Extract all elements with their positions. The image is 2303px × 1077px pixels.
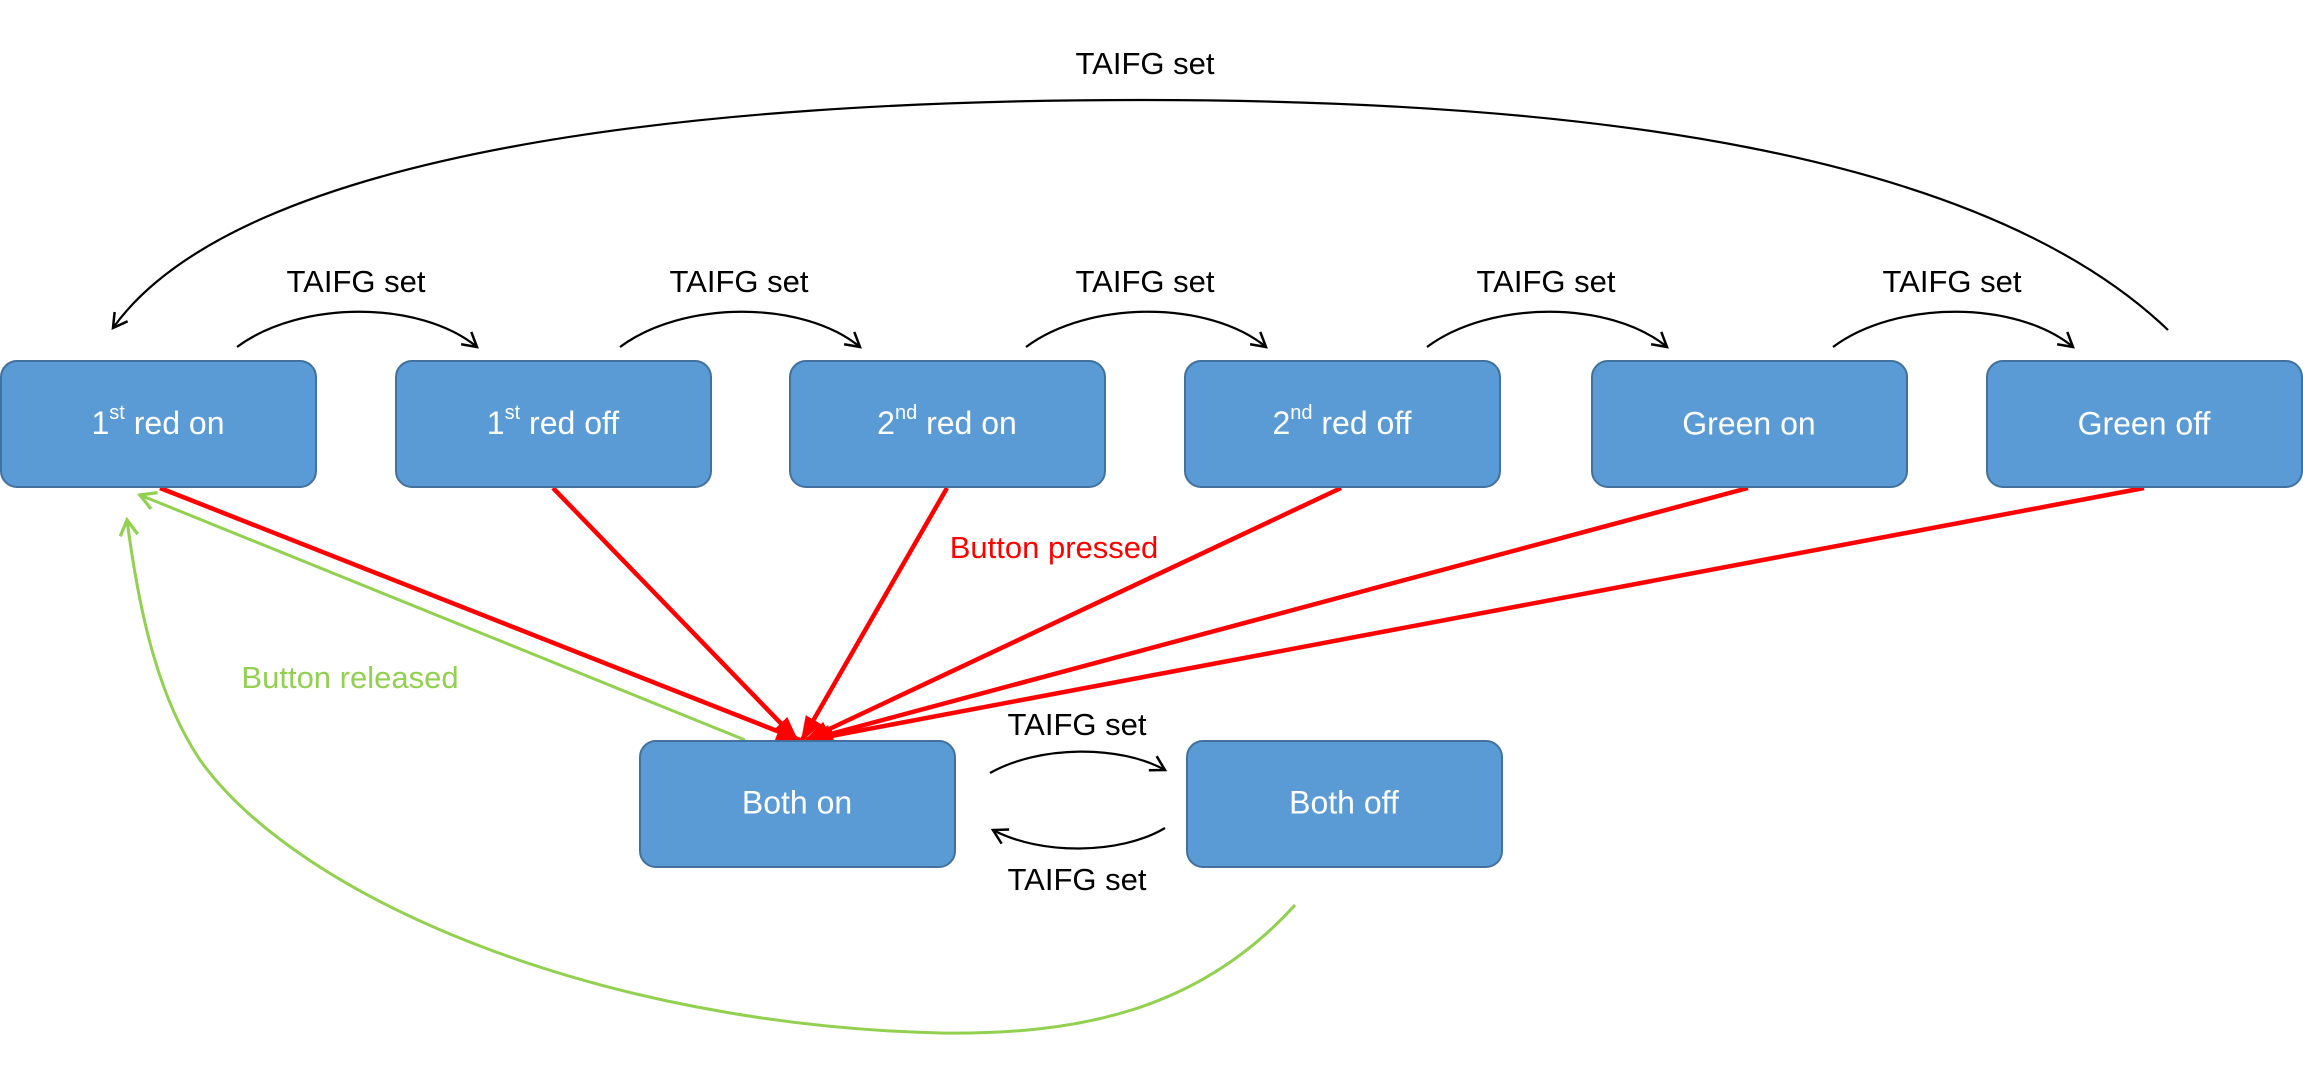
transition-red1-on-to-red1-off xyxy=(236,310,479,349)
state-green-off: Green off xyxy=(1986,360,2303,488)
state-red1-off: 1st red off xyxy=(395,360,712,488)
label-button-pressed: Button pressed xyxy=(950,530,1159,565)
label-taifg-1: TAIFG set xyxy=(287,264,426,299)
transition-green-on-to-both-on xyxy=(805,485,1749,743)
transition-both-off-to-red1-on xyxy=(118,516,1297,1035)
transition-red2-on-to-both-on xyxy=(800,486,949,743)
transition-both-on-to-red1-on xyxy=(136,490,746,742)
state-green-on-label: Green on xyxy=(1682,405,1815,441)
state-red2-off-label: 2nd red off xyxy=(1272,402,1411,441)
transition-both-on-to-both-off xyxy=(989,750,1168,774)
transition-both-off-to-both-on xyxy=(990,827,1166,850)
label-taifg-3: TAIFG set xyxy=(1076,264,1215,299)
transition-red1-off-to-red2-on xyxy=(619,310,862,349)
state-both-off-label: Both off xyxy=(1289,784,1399,820)
state-red2-on: 2nd red on xyxy=(789,360,1106,488)
state-red2-on-label: 2nd red on xyxy=(877,402,1017,441)
transition-green-off-to-both-on xyxy=(807,485,2145,745)
state-green-off-label: Green off xyxy=(2078,405,2211,441)
state-both-on: Both on xyxy=(639,740,956,868)
label-taifg-2: TAIFG set xyxy=(670,264,809,299)
label-taifg-both-forward: TAIFG set xyxy=(1008,707,1147,742)
transition-red1-off-to-both-on xyxy=(551,486,799,742)
transition-red2-off-to-both-on xyxy=(803,485,1342,743)
label-taifg-4: TAIFG set xyxy=(1477,264,1616,299)
label-taifg-both-back: TAIFG set xyxy=(1008,862,1147,897)
transition-green-off-to-red1-on xyxy=(111,98,2169,331)
label-taifg-top: TAIFG set xyxy=(1076,46,1215,81)
transition-red1-on-to-both-on xyxy=(159,485,803,743)
state-green-on: Green on xyxy=(1591,360,1908,488)
transition-red2-off-to-green-on xyxy=(1426,310,1669,349)
label-taifg-5: TAIFG set xyxy=(1883,264,2022,299)
label-button-released: Button released xyxy=(241,660,458,695)
state-red2-off: 2nd red off xyxy=(1184,360,1501,488)
state-both-off: Both off xyxy=(1186,740,1503,868)
state-red1-off-label: 1st red off xyxy=(487,402,620,441)
state-red1-on: 1st red on xyxy=(0,360,317,488)
state-both-on-label: Both on xyxy=(742,784,852,820)
transition-green-on-to-green-off xyxy=(1832,310,2075,349)
state-red1-on-label: 1st red on xyxy=(92,402,225,441)
transition-red2-on-to-red2-off xyxy=(1025,310,1268,349)
